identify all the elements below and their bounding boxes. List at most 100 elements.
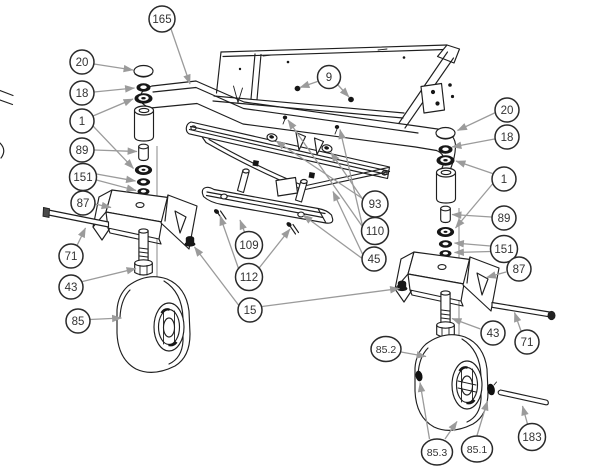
- callout-number: 151: [73, 172, 92, 184]
- callout-number: 85.3: [427, 447, 448, 459]
- leader-line: [453, 248, 491, 256]
- callout-number: 85.2: [376, 344, 397, 356]
- callout-number: 18: [76, 88, 89, 100]
- locknut-right: [396, 280, 408, 292]
- callout-number: 87: [513, 264, 526, 276]
- callout-71-left: 71: [58, 227, 87, 269]
- callout-number: 89: [76, 145, 89, 157]
- callout-number: 93: [369, 199, 382, 211]
- callout-89-right: 89: [451, 205, 517, 231]
- callout-bubble: [70, 190, 96, 216]
- leader-line: [302, 214, 362, 259]
- leader-line: [96, 173, 137, 184]
- deck-frame: [0, 44, 461, 170]
- leader-line: [94, 201, 112, 210]
- leader-line: [417, 381, 431, 440]
- wheel-left: [115, 275, 192, 374]
- callout-bubble: [494, 97, 520, 123]
- leader-line: [451, 317, 481, 330]
- callout-number: 110: [366, 226, 384, 238]
- leader-line: [332, 191, 364, 255]
- leader-line: [193, 246, 240, 306]
- callout-bubble: [316, 64, 342, 90]
- callout-15-center: 15: [193, 246, 401, 323]
- callout-1-right: 1: [455, 160, 517, 229]
- callout-93-center: 93: [275, 140, 389, 218]
- caster-assembly-left: [92, 64, 198, 291]
- callout-43-right: 43: [451, 317, 506, 346]
- leader-line: [453, 240, 491, 248]
- callout-112-center: 112: [219, 215, 291, 292]
- leader-line: [338, 128, 364, 229]
- callout-bubble: [58, 243, 84, 269]
- callout-18-right: 18: [451, 124, 520, 150]
- callout-number: 15: [244, 305, 257, 317]
- callout-bubble: [491, 205, 517, 231]
- callout-number: 1: [79, 116, 85, 128]
- callout-85-left: 85: [65, 308, 123, 334]
- callout-87-right: 87: [485, 256, 532, 282]
- callout-bubble: [148, 5, 176, 33]
- callout-bubble: [480, 320, 506, 346]
- callout-number: 85: [72, 316, 85, 328]
- callout-bubble: [491, 166, 517, 192]
- leader-line: [96, 179, 137, 192]
- leader-line: [275, 140, 363, 200]
- callout-85.1-right: 85.1: [460, 400, 494, 463]
- callout-number: 183: [522, 432, 541, 444]
- callout-number: 1: [501, 174, 507, 186]
- callout-number: 20: [501, 105, 514, 117]
- leader-line: [521, 405, 529, 425]
- leader-line: [457, 112, 495, 132]
- leader-line: [485, 271, 507, 279]
- leader-line: [451, 138, 495, 149]
- leader-line: [82, 267, 137, 283]
- leader-line: [444, 421, 458, 440]
- callout-bubble: [489, 234, 519, 264]
- callout-bubble: [69, 137, 95, 163]
- callout-165-center: 165: [148, 5, 191, 85]
- leader-line: [92, 98, 134, 117]
- callout-bubble: [420, 438, 454, 466]
- axle-rod-183: [497, 389, 549, 406]
- leader-line: [239, 219, 247, 233]
- callout-1-left: 1: [69, 98, 134, 169]
- baffle-square-plate: [275, 176, 299, 197]
- callout-20-left: 20: [69, 49, 134, 75]
- callout-89-left: 89: [69, 137, 138, 163]
- bearing-cap-left: [415, 370, 423, 382]
- callout-bubble: [69, 108, 95, 134]
- callout-bubble: [58, 274, 84, 300]
- callout-number: 85.1: [467, 444, 488, 456]
- callout-9-center: 9: [299, 64, 350, 98]
- baffle-bushing: [266, 133, 278, 142]
- callout-bubble: [506, 256, 532, 282]
- leader-line: [93, 85, 136, 93]
- callout-bubble: [360, 216, 390, 246]
- callout-number: 71: [65, 251, 78, 263]
- callout-bubble: [494, 124, 520, 150]
- callout-bubble: [69, 80, 95, 106]
- leader-line: [258, 228, 291, 268]
- anti-scalp-plate: [201, 160, 334, 235]
- callout-bubble: [69, 49, 95, 75]
- leader-line: [455, 160, 493, 175]
- callout-bubble: [234, 230, 264, 260]
- callout-43-left: 43: [58, 267, 137, 300]
- callout-number: 18: [501, 132, 514, 144]
- callout-number: 109: [239, 240, 258, 252]
- leader-line: [513, 311, 522, 332]
- callout-85.3-right: 85.3: [417, 381, 458, 466]
- callout-number: 9: [326, 72, 332, 84]
- callout-bubble: [234, 262, 264, 292]
- axle-bolt-right: [491, 301, 556, 321]
- axle-bolt-left: [42, 206, 110, 228]
- callout-bubble: [361, 246, 387, 272]
- carriage-bolt: [282, 115, 340, 135]
- callout-number: 20: [76, 57, 89, 69]
- leader-line: [93, 147, 138, 155]
- skirt-bolt: [213, 209, 300, 235]
- callout-85.2-right: 85.2: [370, 335, 427, 363]
